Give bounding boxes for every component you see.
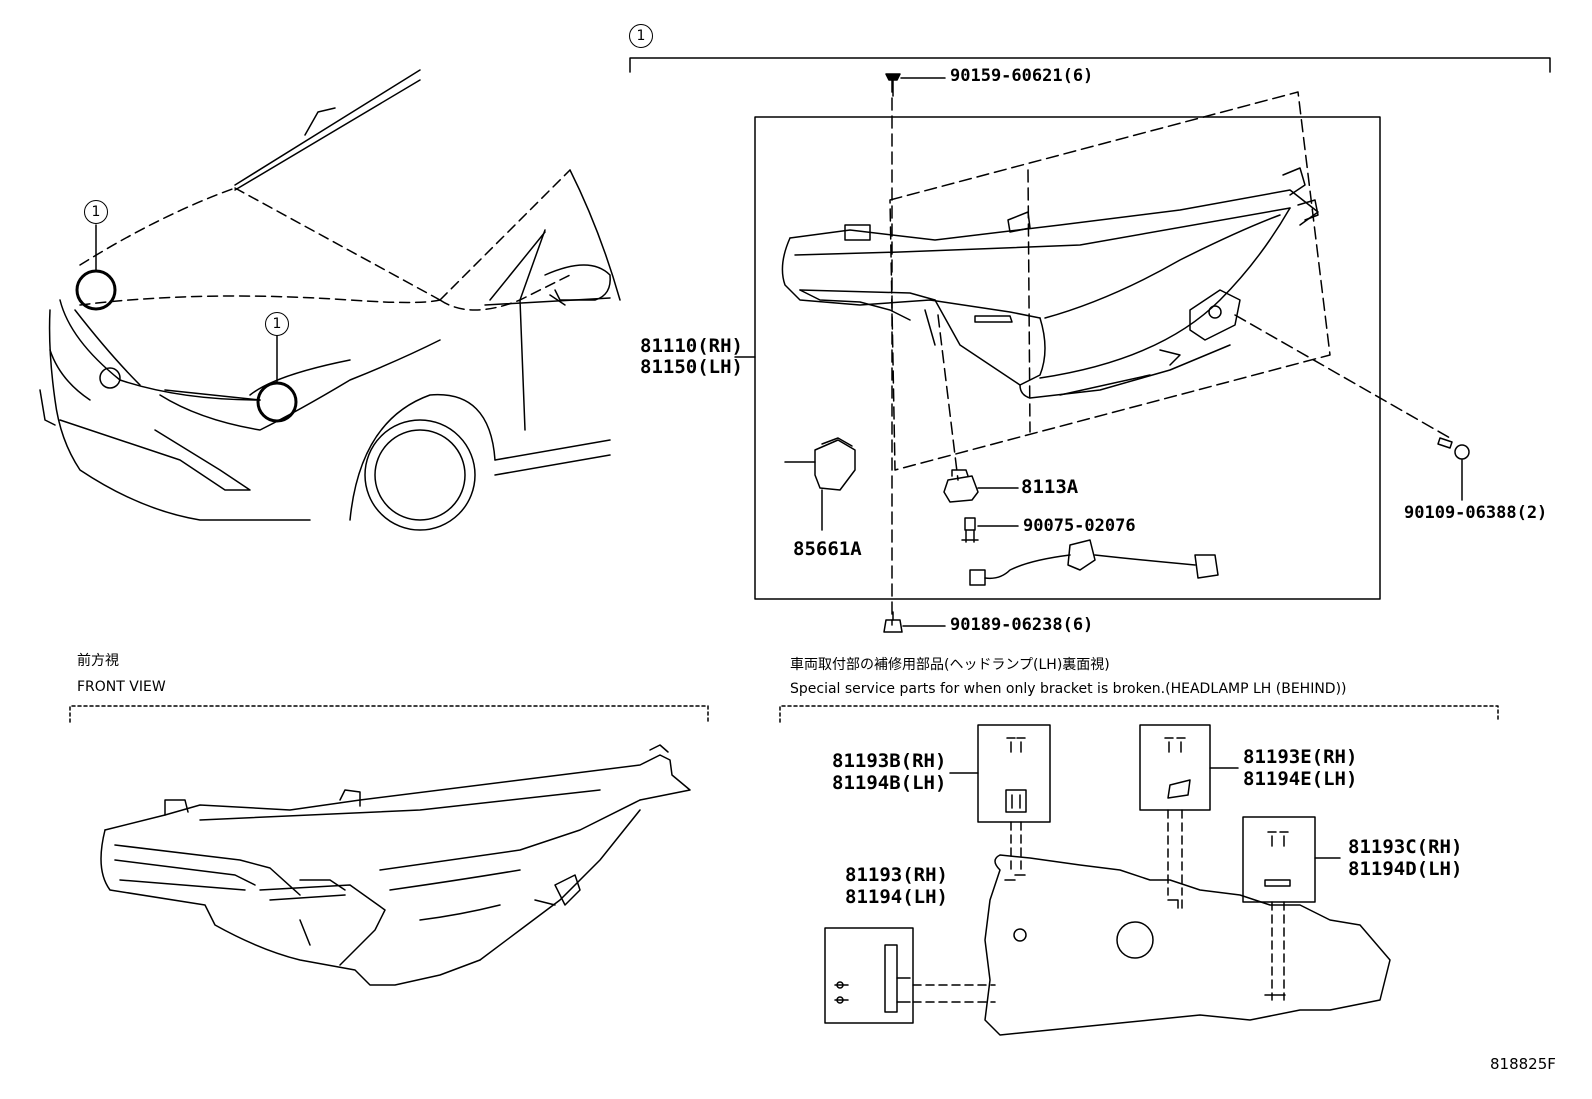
- wire-harness-icon: [969, 539, 1219, 586]
- service-note-en: Special service parts for when only brac…: [790, 681, 1347, 697]
- screw-bottom-icon: [883, 611, 946, 633]
- bracket-b-box: [949, 724, 1051, 871]
- part-label-bolt-right: 90109-06388(2): [1404, 503, 1548, 523]
- service-note-jp: 車両取付部の補修用部品(ヘッドランプ(LH)裏面視): [790, 657, 1110, 673]
- service-bracket: [779, 705, 1499, 723]
- part-label-bracket-lh: 81194(LH): [845, 886, 948, 908]
- bolt-right-icon: [1437, 437, 1470, 501]
- assembly-bracket-line: [629, 57, 1551, 73]
- bracket-c-box: [1242, 816, 1341, 1001]
- part-label-screw-small: 90075-02076: [1023, 516, 1136, 536]
- part-label-headlamp-rh: 81110(RH): [640, 335, 743, 357]
- headlamp-front-view: [100, 744, 691, 986]
- bracket-housing-illustration: [984, 854, 1391, 1036]
- part-label-leveling-motor: 85661A: [793, 538, 862, 560]
- front-view-label-jp: 前方視: [77, 653, 119, 669]
- screw-top-icon: [885, 73, 946, 97]
- part-label-bracket-c-rh: 81193C(RH): [1348, 836, 1463, 858]
- part-label-headlamp-lh: 81150(LH): [640, 356, 743, 378]
- part-label-screw-top: 90159-60621(6): [950, 66, 1094, 86]
- assembly-frame: [754, 116, 1381, 600]
- illustration-id: 818825F: [1490, 1055, 1556, 1073]
- leveling-motor-icon: [784, 437, 856, 531]
- part-label-bracket-e-rh: 81193E(RH): [1243, 746, 1358, 768]
- part-label-bracket-d-lh: 81194D(LH): [1348, 858, 1463, 880]
- callout-main: 1: [629, 24, 653, 48]
- front-view-label-en: FRONT VIEW: [77, 679, 166, 695]
- part-label-bracket-b-lh: 81194B(LH): [832, 772, 947, 794]
- part-label-bracket-rh: 81193(RH): [845, 864, 948, 886]
- part-label-screw-bottom: 90189-06238(6): [950, 615, 1094, 635]
- front-view-bracket: [69, 705, 709, 723]
- bracket-base-box: [824, 927, 996, 1024]
- part-label-bracket-b-rh: 81193B(RH): [832, 750, 947, 772]
- bracket-e-box: [1139, 724, 1239, 896]
- callout-left-headlamp: 1: [84, 200, 108, 224]
- part-label-bracket-e-lh: 81194E(LH): [1243, 768, 1358, 790]
- car-front-illustration: [39, 69, 621, 531]
- headlamp-illustration: [781, 167, 1319, 399]
- part-label-bulb-socket: 8113A: [1021, 476, 1079, 498]
- bulb-socket-icon: [943, 469, 1019, 503]
- small-screw-icon: [961, 517, 1019, 543]
- callout-right-headlamp: 1: [265, 312, 289, 336]
